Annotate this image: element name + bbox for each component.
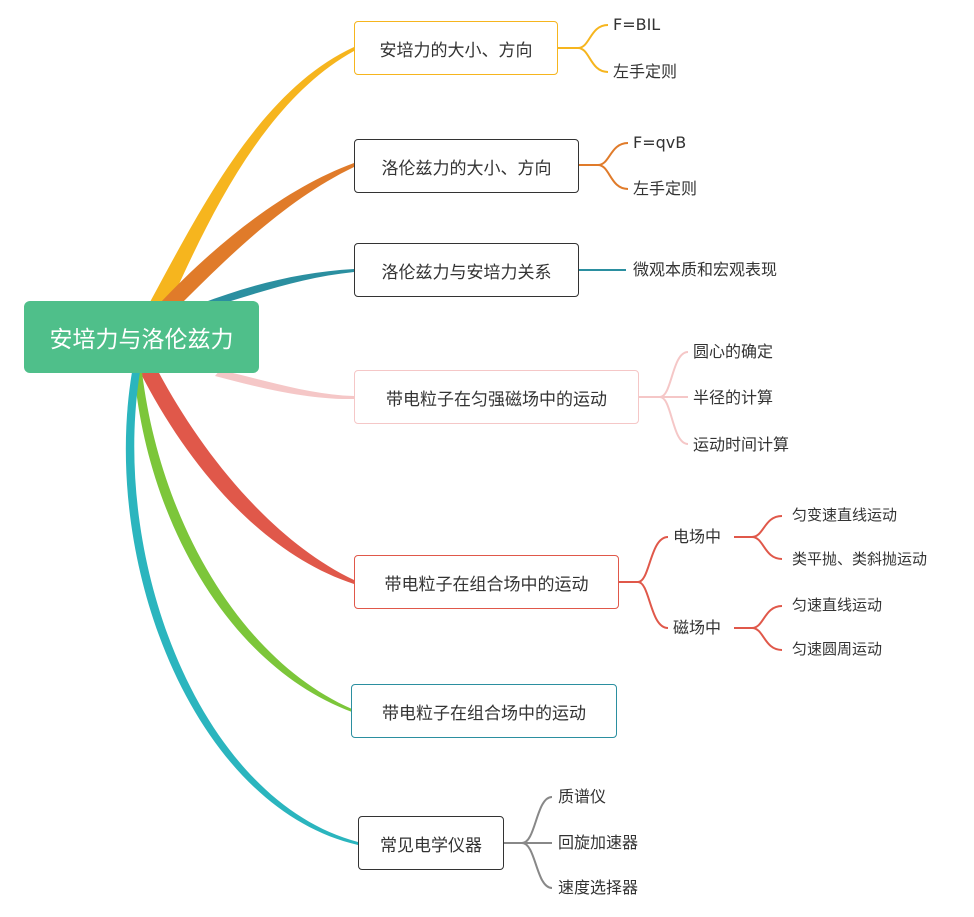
leaf-7-3[interactable]: 速度选择器	[558, 878, 639, 897]
leaf-4-2[interactable]: 半径的计算	[693, 388, 774, 407]
branch-node-5[interactable]: 带电粒子在组合场中的运动	[354, 555, 619, 609]
leaf-2-2[interactable]: 左手定则	[633, 179, 698, 198]
branch-label-5: 带电粒子在组合场中的运动	[384, 574, 589, 595]
bracket-branch-2	[578, 142, 629, 190]
leaf-4-3[interactable]: 运动时间计算	[693, 435, 790, 454]
leaf-1-2[interactable]: 左手定则	[613, 62, 678, 81]
root-label: 安培力与洛伦兹力	[49, 327, 234, 353]
root-node[interactable]: 安培力与洛伦兹力	[24, 301, 259, 373]
connector-branch-1	[150, 47, 354, 304]
branch-node-6[interactable]: 带电粒子在组合场中的运动	[351, 684, 617, 738]
branch-node-1[interactable]: 安培力的大小、方向	[354, 21, 558, 75]
connector-branch-4	[215, 370, 354, 400]
branch-label-4: 带电粒子在匀强磁场中的运动	[386, 389, 607, 410]
branch-node-4[interactable]: 带电粒子在匀强磁场中的运动	[354, 370, 639, 424]
sub-node-electric[interactable]: 电场中	[673, 527, 722, 546]
branch-node-2[interactable]: 洛伦兹力的大小、方向	[354, 139, 579, 193]
connector-branch-7	[125, 372, 358, 845]
leaf-4-1[interactable]: 圆心的确定	[693, 342, 774, 361]
branch-label-6: 带电粒子在组合场中的运动	[382, 703, 586, 724]
leaf-1-1[interactable]: F=BIL	[613, 15, 661, 34]
leaf-2-1[interactable]: F=qvB	[633, 133, 687, 152]
connector-branch-6	[134, 372, 352, 712]
bracket-branch-7	[504, 796, 553, 889]
leaf-5-2-2[interactable]: 匀速圆周运动	[792, 640, 883, 658]
leaf-7-1[interactable]: 质谱仪	[558, 787, 607, 806]
connector-branch-5	[140, 371, 354, 584]
branch-label-1: 安培力的大小、方向	[379, 40, 533, 61]
sub-node-magnetic[interactable]: 磁场中	[673, 618, 722, 637]
branch-node-3[interactable]: 洛伦兹力与安培力关系	[354, 243, 579, 297]
bracket-branch-5	[618, 536, 669, 629]
connector-branch-2	[160, 163, 354, 305]
branch-label-3: 洛伦兹力与安培力关系	[381, 262, 552, 283]
leaf-5-2-1[interactable]: 匀速直线运动	[792, 596, 883, 614]
branch-label-7: 常见电学仪器	[380, 835, 482, 856]
leaf-7-2[interactable]: 回旋加速器	[558, 833, 639, 852]
leaf-5-1-2[interactable]: 类平抛、类斜抛运动	[792, 550, 928, 568]
bracket-branch-4	[638, 351, 689, 445]
bracket-sub-electric	[734, 515, 783, 560]
connector-branch-3	[200, 269, 354, 306]
branch-label-2: 洛伦兹力的大小、方向	[381, 158, 552, 179]
leaf-3-1[interactable]: 微观本质和宏观表现	[633, 260, 778, 279]
branch-node-7[interactable]: 常见电学仪器	[358, 816, 504, 870]
bracket-branch-1	[558, 24, 609, 73]
leaf-5-1-1[interactable]: 匀变速直线运动	[792, 506, 898, 524]
bracket-sub-magnetic	[734, 605, 783, 651]
